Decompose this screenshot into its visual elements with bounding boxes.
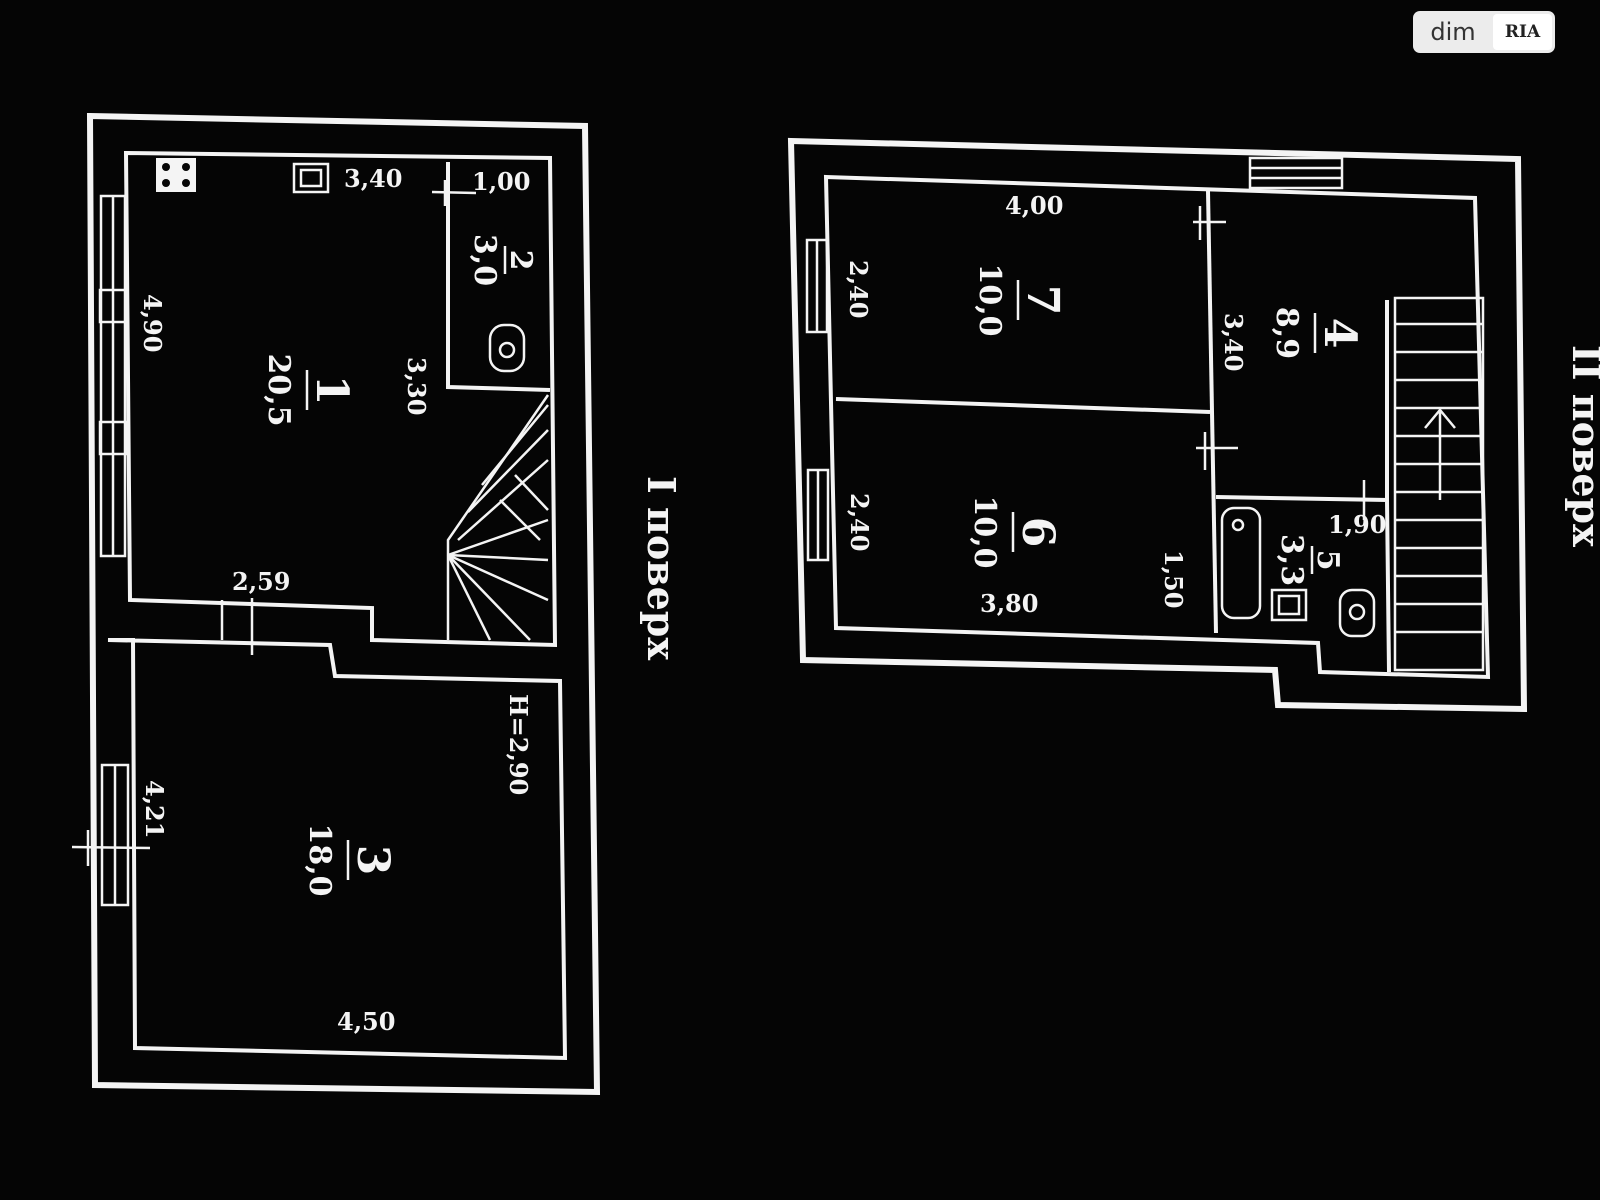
room-2-area: 3,0 (467, 234, 502, 286)
room-4-number: 4 (1314, 318, 1365, 349)
toilet-icon (488, 323, 526, 373)
room-3-area: 18,0 (302, 823, 337, 896)
room-3-outline (107, 638, 568, 1061)
floor-2-outer-wall (787, 137, 1528, 713)
room-6-area: 10,0 (967, 495, 1002, 568)
floor-1-door-marks (71, 180, 477, 866)
floor-2-windows (805, 156, 1344, 562)
partition-7-vs-6 (835, 397, 1211, 414)
room-2-number: 2 (503, 250, 538, 271)
floor-2-fixtures (1220, 506, 1376, 638)
dim-2-59: 2,59 (232, 567, 290, 596)
floor-1-title: I поверх (639, 476, 684, 660)
dim-2-40-a: 2,40 (844, 260, 873, 318)
room-1-area: 20,5 (261, 353, 296, 426)
room-5-number: 5 (1310, 550, 1345, 571)
floor-1-staircase (446, 394, 550, 641)
dim-1-50: 1,50 (1159, 550, 1188, 608)
room-7-number: 7 (1017, 285, 1068, 316)
room-6-number: 6 (1012, 517, 1063, 548)
watermark-ria-logo: RIA (1493, 14, 1552, 50)
floor-1-windows (98, 194, 130, 907)
toilet-icon-2 (1338, 588, 1376, 638)
stove-icon (156, 158, 196, 192)
floor-2-plan: 7 10,0 6 10,0 4 8,9 5 3,3 4,00 2,40 2,40 (787, 137, 1600, 713)
dimria-watermark: dim RIA (1413, 11, 1555, 53)
dim-1-00: 1,00 (472, 167, 530, 196)
floor-2-labels: 7 10,0 6 10,0 4 8,9 5 3,3 4,00 2,40 2,40 (844, 191, 1600, 618)
dim-4-00: 4,00 (1005, 191, 1063, 220)
room-5-area: 3,3 (1274, 534, 1309, 586)
room-2-partition (446, 162, 551, 392)
floor-1-fixtures (156, 158, 526, 373)
floor-2-staircase (1393, 296, 1485, 672)
dim-4-21: 4,21 (140, 780, 169, 838)
dim-4-50: 4,50 (337, 1007, 395, 1036)
dim-4-90: 4,90 (138, 294, 167, 352)
room-1-outline (123, 150, 558, 648)
partition-4-vs-6-7 (1206, 190, 1218, 634)
room-4-area: 8,9 (1269, 307, 1304, 359)
floor-2-title: II поверх (1564, 345, 1600, 547)
dim-1-90: 1,90 (1328, 510, 1386, 539)
floor-1-outer-wall (86, 112, 601, 1096)
sink-icon (292, 162, 330, 194)
washbasin-icon (1270, 588, 1308, 622)
room-3-number: 3 (347, 845, 398, 876)
dim-3-80: 3,80 (980, 589, 1038, 618)
room-7-area: 10,0 (972, 263, 1007, 336)
floor-2-door-marks (1193, 206, 1366, 520)
watermark-dim-text: dim (1430, 18, 1476, 46)
room-1-number: 1 (306, 375, 357, 406)
dim-3-40: 3,40 (344, 164, 402, 193)
dim-3-30: 3,30 (402, 357, 431, 415)
dim-2-40-b: 2,40 (845, 493, 874, 551)
floor-1-labels: 1 20,5 2 3,0 3 18,0 3,40 1,00 4,90 3,30 … (138, 164, 684, 1036)
bathtub-icon (1220, 506, 1262, 620)
dim-3-40: 3,40 (1219, 313, 1248, 371)
floor-1-plan: 1 20,5 2 3,0 3 18,0 3,40 1,00 4,90 3,30 … (71, 112, 684, 1096)
height-h-2-90: H=2,90 (504, 694, 533, 795)
floor-2-inner-outline (823, 174, 1491, 680)
